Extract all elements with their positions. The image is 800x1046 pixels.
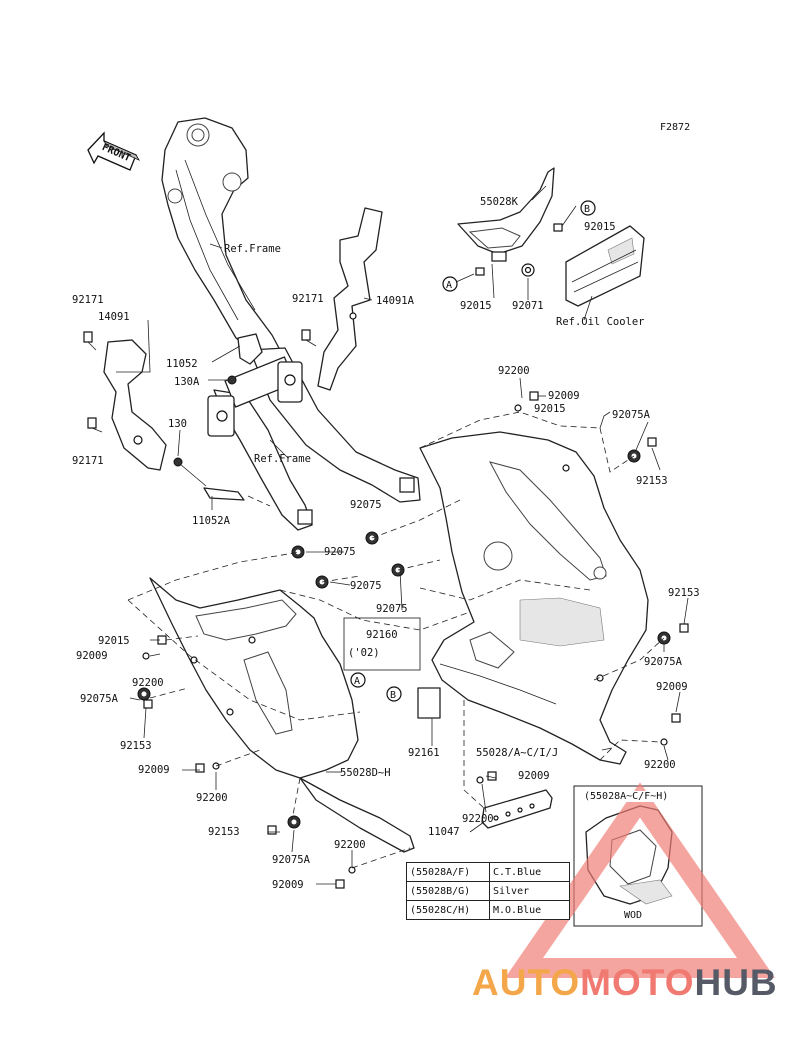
bolt-group: [83, 329, 689, 889]
color-name: Silver: [489, 881, 570, 901]
color-code: (55028A/F): [406, 862, 490, 882]
label-92153-b: 92153: [668, 587, 700, 599]
inset-title: (55028A~C/F~H): [584, 791, 669, 802]
svg-text:A: A: [446, 280, 452, 291]
label-92009-e: 92009: [518, 770, 550, 782]
label-ref-oil-cooler: Ref.Oil Cooler: [556, 316, 645, 328]
label-ref-frame-top: Ref.Frame: [224, 243, 281, 255]
label-92160-year: ('02): [348, 647, 380, 659]
label-92015-d: 92015: [98, 635, 130, 647]
label-92009-a: 92009: [548, 390, 580, 402]
label-130: 130: [168, 418, 187, 430]
oil-cooler: [565, 225, 645, 307]
color-row: (55028C/H) M.O.Blue: [406, 900, 570, 920]
strip-11047: [481, 789, 553, 829]
label-92160: 92160: [366, 629, 398, 641]
label-92200-b: 92200: [644, 759, 676, 771]
label-11052A: 11052A: [192, 515, 231, 527]
watermark-triangle-icon: [504, 782, 776, 978]
label-92153-d: 92153: [208, 826, 240, 838]
label-92009-f: 92009: [272, 879, 304, 891]
front-arrow-icon: FRONT: [87, 131, 140, 171]
bracket-14091: [103, 339, 167, 471]
label-11047: 11047: [428, 826, 460, 838]
label-92075A-c: 92075A: [80, 693, 119, 705]
label-92200-d: 92200: [196, 792, 228, 804]
label-92075-c: 92075: [350, 580, 382, 592]
inset-decal-label: WOD: [624, 910, 642, 921]
frame-rails: [207, 347, 421, 531]
option-box-92160: [343, 617, 421, 671]
fairing-bottom-edge: [299, 777, 415, 853]
label-92075A-a: 92075A: [612, 409, 651, 421]
watermark-part3: HUB: [694, 962, 778, 1003]
label-92200-f: 92200: [334, 839, 366, 851]
assembly-lines: [127, 411, 665, 869]
label-92075A-d: 92075A: [272, 854, 311, 866]
diagram-code: F2872: [660, 122, 690, 133]
label-92009-d: 92009: [138, 764, 170, 776]
color-name: M.O.Blue: [489, 900, 570, 920]
label-92200-e: 92200: [462, 813, 494, 825]
color-table: (55028A/F) C.T.Blue (55028B/G) Silver (5…: [406, 862, 570, 920]
label-92171-a: 92171: [72, 294, 104, 306]
color-code: (55028C/H): [406, 900, 490, 920]
watermark-logo: AUTOMOTOHUB: [472, 962, 778, 1004]
label-92009-c: 92009: [76, 650, 108, 662]
label-92075-a: 92075: [350, 499, 382, 511]
label-92161: 92161: [408, 747, 440, 759]
label-92153-c: 92153: [120, 740, 152, 752]
leader-lines: [116, 185, 689, 885]
svg-text:B: B: [584, 204, 590, 215]
label-92071: 92071: [512, 300, 544, 312]
label-92015-b: 92015: [460, 300, 492, 312]
label-92075-d: 92075: [376, 603, 408, 615]
label-92153-a: 92153: [636, 475, 668, 487]
label-11052: 11052: [166, 358, 198, 370]
lower-fairing-left: [149, 577, 359, 779]
label-92015-a: 92015: [584, 221, 616, 233]
color-name: C.T.Blue: [489, 862, 570, 882]
lower-fairing-right: [419, 431, 649, 765]
callout-A-mid: A: [350, 672, 366, 688]
color-row: (55028A/F) C.T.Blue: [406, 862, 570, 882]
label-ref-frame-mid: Ref.Frame: [254, 453, 311, 465]
label-55028A: 55028/A~C/I/J: [476, 747, 558, 759]
bracket-11052: [227, 333, 263, 385]
bracket-11052A: [173, 457, 245, 501]
label-55028D: 55028D~H: [340, 767, 391, 779]
label-92075A-b: 92075A: [644, 656, 683, 668]
label-14091: 14091: [98, 311, 130, 323]
callout-B-mid: B: [386, 686, 402, 702]
label-92200-a: 92200: [498, 365, 530, 377]
label-92015-c: 92015: [534, 403, 566, 415]
label-92200-c: 92200: [132, 677, 164, 689]
bracket-14091A: [317, 207, 383, 391]
part-labels: Ref.Frame Ref.Frame Ref.Oil Cooler 55028…: [72, 196, 700, 891]
bolt-92015: [553, 223, 563, 232]
callout-A-top: A: [442, 276, 458, 292]
label-55028K: 55028K: [480, 196, 519, 208]
label-92171-c: 92171: [72, 455, 104, 467]
color-code: (55028B/G): [406, 881, 490, 901]
watermark-part1: AUTO: [472, 962, 581, 1003]
label-130A: 130A: [174, 376, 200, 388]
label-92009-b: 92009: [656, 681, 688, 693]
label-92171-b: 92171: [292, 293, 324, 305]
damper-92161: [417, 687, 441, 719]
label-92075-b: 92075: [324, 546, 356, 558]
label-14091A: 14091A: [376, 295, 415, 307]
color-row: (55028B/G) Silver: [406, 881, 570, 901]
callout-B-top: B: [580, 200, 596, 216]
watermark-part2: MOTO: [580, 962, 695, 1003]
frame-upper: [161, 117, 281, 361]
inner-cover-55028K: [457, 167, 555, 262]
svg-text:A: A: [354, 676, 360, 687]
svg-text:B: B: [390, 690, 396, 701]
